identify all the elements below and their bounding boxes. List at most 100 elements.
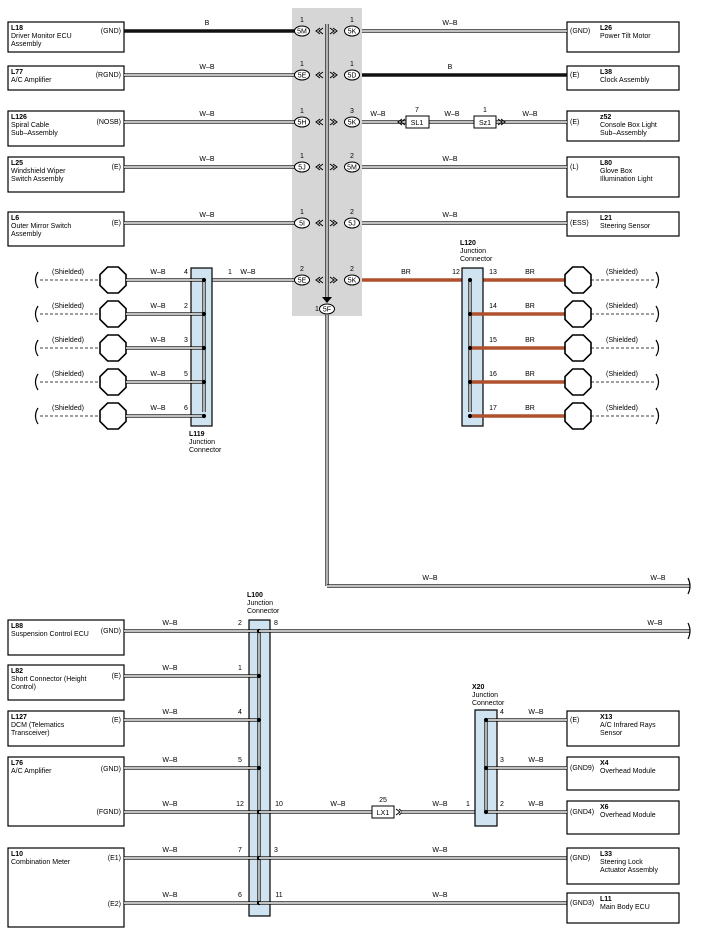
pin-number: 1 <box>300 17 304 24</box>
wire-color-label: W–B <box>150 405 166 412</box>
component-X6-pin: (GND4) <box>570 809 594 816</box>
connector-arrow <box>315 219 324 227</box>
cable-break <box>655 305 660 323</box>
splice-terminal <box>319 303 335 315</box>
pin-number: 5 <box>238 757 242 764</box>
wire-color-label: W–B <box>199 64 215 71</box>
pin-number: 5 <box>184 371 188 378</box>
cable-break <box>34 305 39 323</box>
component-L76-id: L76 <box>11 760 23 767</box>
component-L26-pin: (GND) <box>570 28 590 35</box>
component-L88-box <box>7 619 125 656</box>
component-L11-name: Main Body ECU <box>600 904 650 911</box>
pin-number: 13 <box>489 269 497 276</box>
component-z52-id: z52 <box>600 114 611 121</box>
splice-label: 5M <box>347 165 357 172</box>
junction-dot <box>201 311 207 317</box>
component-z52-box <box>566 110 680 142</box>
splice-label: 5K <box>348 29 357 36</box>
cable-break <box>34 373 39 391</box>
splice-terminal <box>294 274 310 286</box>
pin-number: 1 <box>300 61 304 68</box>
wire-color-label: W–B <box>522 111 538 118</box>
junction-dot <box>256 765 262 771</box>
splice-terminal <box>344 116 360 128</box>
pin-number: 14 <box>489 303 497 310</box>
pin-number: 2 <box>350 209 354 216</box>
component-X4-name: Overhead Module <box>600 768 656 775</box>
component-L127-pin: (E) <box>112 717 121 724</box>
pin-number: 2 <box>350 153 354 160</box>
splice-label: 5E <box>298 278 307 285</box>
junction-dot <box>467 379 473 385</box>
pin-number: 16 <box>489 371 497 378</box>
wire-color-label: W–B <box>162 709 178 716</box>
shield-label: (Shielded) <box>606 269 638 276</box>
component-L33-id: L33 <box>600 851 612 858</box>
connector-arrow <box>397 118 406 126</box>
pin-number: 2 <box>238 620 242 627</box>
component-L26-id: L26 <box>600 25 612 32</box>
pin-number: 11 <box>275 892 282 899</box>
pin-number: 1 <box>315 306 319 313</box>
connector-LX1 <box>371 805 395 819</box>
component-L21-box <box>566 211 680 237</box>
component-L127-id: L127 <box>11 714 27 721</box>
component-L6-id: L6 <box>11 215 19 222</box>
connector-arrow <box>329 276 338 284</box>
cable-break <box>687 622 691 640</box>
pin-number: 17 <box>489 405 497 412</box>
wire-color-label: W–B <box>370 111 386 118</box>
pin-number: 2 <box>350 266 354 273</box>
connector-arrow <box>329 163 338 171</box>
shield-label: (Shielded) <box>606 303 638 310</box>
wire-color-label: W–B <box>330 801 346 808</box>
wire-color-label: W–B <box>422 575 438 582</box>
wire-color-label: BR <box>525 337 535 344</box>
component-L18-id: L18 <box>11 25 23 32</box>
component-L11-box <box>566 892 680 924</box>
component-L77-id: L77 <box>11 69 23 76</box>
cable-break <box>34 339 39 357</box>
shield-label: (Shielded) <box>606 337 638 344</box>
component-X13-box <box>566 710 680 747</box>
shield-ground <box>564 368 592 396</box>
junction-L119-id: L119 <box>189 431 205 438</box>
wire-color-label: W–B <box>150 371 166 378</box>
junction-dot <box>467 345 473 351</box>
connector-arrow <box>329 27 338 35</box>
shield-label: (Shielded) <box>52 405 84 412</box>
shield-label: (Shielded) <box>52 303 84 310</box>
component-L126-id: L126 <box>11 114 27 121</box>
wire-color-label: W–B <box>162 892 178 899</box>
wire-color-label: BR <box>525 269 535 276</box>
cable-break <box>655 271 660 289</box>
pin-number: 6 <box>238 892 242 899</box>
wire-color-label: W–B <box>528 757 544 764</box>
component-L88-id: L88 <box>11 623 23 630</box>
pin-number: 3 <box>500 757 504 764</box>
splice-label: 5M <box>297 29 307 36</box>
component-L10-id: L10 <box>11 851 23 858</box>
wire-color-label: W–B <box>650 575 666 582</box>
pin-number: 4 <box>238 709 242 716</box>
pin-number: 1 <box>350 17 354 24</box>
wire-color-label: W–B <box>162 801 178 808</box>
pin-number: 1 <box>238 665 242 672</box>
component-L33-pin: (GND) <box>570 855 590 862</box>
junction-dot <box>467 413 473 419</box>
shield-ground <box>564 402 592 430</box>
component-L25-id: L25 <box>11 160 23 167</box>
component-X4-box <box>566 756 680 791</box>
wire-color-label: BR <box>525 371 535 378</box>
pin-number: 7 <box>415 107 419 114</box>
component-X13-pin: (E) <box>570 717 579 724</box>
component-L10-name: Combination Meter <box>11 859 71 866</box>
splice-label: 5D <box>348 73 357 80</box>
pin-number: 2 <box>300 266 304 273</box>
